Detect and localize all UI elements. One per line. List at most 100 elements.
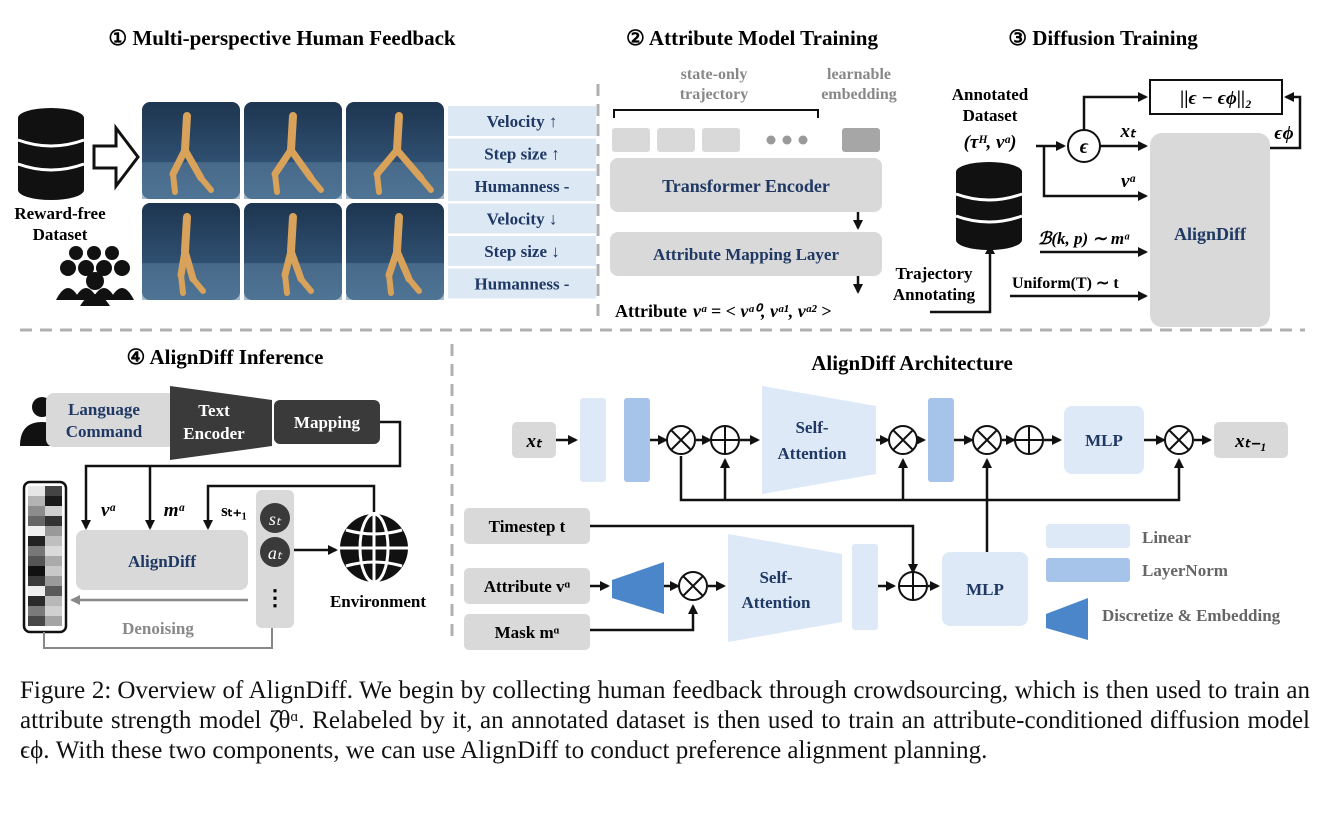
arch-arrows (556, 435, 1212, 632)
aligndiff-train-label: AlignDiff (1174, 224, 1247, 244)
legend-layernorm-label: LayerNorm (1142, 561, 1228, 580)
aligndiff-infer-label: AlignDiff (128, 552, 196, 571)
embed-label-2: embedding (821, 86, 897, 103)
annotated-database-icon (955, 162, 1023, 250)
uniform-label: Uniform(T) ∼ t (1012, 275, 1119, 292)
xt-label: xₜ (1119, 121, 1137, 142)
environment-label: Environment (330, 592, 426, 611)
panel3-title: ③ Diffusion Training (1008, 26, 1198, 50)
mapping-box (274, 400, 380, 444)
at-node (260, 537, 290, 567)
panel-architecture: AlignDiff Architecture xₜ Self- Attentio… (464, 351, 1288, 650)
self-attention-top-2: Attention (778, 444, 847, 463)
transformer-encoder-box (610, 158, 882, 212)
hollow-arrow-icon (92, 123, 140, 191)
caption-text: Overview of AlignDiff. We begin by colle… (20, 677, 1310, 764)
layernorm-1 (624, 398, 650, 482)
figure-caption: Figure 2:Overview of AlignDiff. We begin… (20, 676, 1310, 766)
legend-linear-label: Linear (1142, 528, 1192, 547)
embed-label-1: learnable (827, 66, 891, 83)
attribute-label-text: Velocity ↓ (487, 210, 558, 229)
aligndiff-infer-box (76, 530, 248, 590)
dots-label: ⋮ (264, 585, 286, 610)
panel-human-feedback: ① Multi-perspective Human Feedback Rewar… (14, 26, 596, 306)
annotated-2: Dataset (963, 106, 1018, 125)
loss-box (1149, 79, 1283, 115)
attribute-label-text: Humanness - (475, 275, 570, 294)
multiply-icon (888, 425, 918, 455)
attribute-label-text: Humanness - (475, 177, 570, 196)
walker-frame-image (346, 102, 444, 199)
attribute-label-text: Step size ↓ (484, 242, 560, 261)
va-label: vᵅ (101, 500, 115, 521)
walker-frame-image (346, 203, 444, 300)
attribute-box (464, 568, 590, 604)
panel1-title: ① Multi-perspective Human Feedback (108, 26, 456, 50)
text-encoder-label-2: Encoder (183, 424, 245, 443)
timestep-box (464, 508, 590, 544)
linear-2 (852, 544, 878, 630)
linear-1 (580, 398, 606, 482)
legend-discretize-label: Discretize & Embedding (1102, 606, 1281, 625)
text-encoder-label-1: Text (198, 401, 230, 420)
multiply-icon (666, 425, 696, 455)
self-attention-top-1: Self- (795, 418, 828, 437)
transformer-encoder-label: Transformer Encoder (662, 176, 830, 196)
walker-frame-image (142, 102, 240, 199)
attribute-label-box (448, 268, 596, 299)
panel-attribute-model: ② Attribute Model Training state-only tr… (610, 26, 995, 321)
attribute-label-box (448, 203, 596, 234)
language-command-box (46, 393, 176, 447)
walker-frames (142, 102, 444, 300)
xt-box-label: xₜ (525, 431, 543, 452)
self-attention-bottom (728, 534, 842, 642)
panel2-title: ② Attribute Model Training (626, 26, 878, 50)
walker-frame-image (244, 102, 342, 199)
mlp-bottom-box (942, 552, 1028, 626)
text-encoder-shape (170, 386, 272, 460)
denoising-label: Denoising (122, 619, 194, 638)
legend-layernorm-swatch (1046, 558, 1130, 582)
multiply-icon (678, 571, 708, 601)
mlp-top-label: MLP (1085, 431, 1123, 450)
attribute-label-box (448, 106, 596, 136)
mlp-bottom-label: MLP (966, 580, 1004, 599)
diffusion-arrows (1010, 92, 1302, 301)
xt1-box (1214, 422, 1288, 458)
token-row (612, 128, 880, 152)
panel-diffusion-training: ③ Diffusion Training Annotated Dataset (… (952, 26, 1302, 327)
state-label-1: state-only (681, 66, 748, 83)
arrow-annotating (930, 244, 995, 314)
attribute-label-text: Velocity ↑ (487, 112, 558, 131)
self-attention-bottom-2: Attention (742, 593, 811, 612)
dataset-label-2: Dataset (33, 225, 88, 244)
at-label: aₜ (268, 543, 283, 563)
noise-strip (22, 480, 68, 634)
st-label: sₜ (269, 509, 282, 529)
operator-nodes (666, 425, 1194, 601)
panel4-title: ④ AlignDiff Inference (127, 345, 324, 369)
panel-inference: ④ AlignDiff Inference Language Command T… (20, 345, 426, 649)
attribute-mapping-label: Attribute Mapping Layer (653, 245, 840, 264)
mask-box (464, 614, 590, 650)
globe-icon (340, 512, 408, 584)
walker-frame-image (244, 203, 342, 300)
st-node (260, 503, 290, 533)
multiply-icon (972, 425, 1002, 455)
database-icon (17, 108, 85, 200)
mapping-label: Mapping (294, 413, 361, 432)
attribute-label: Attribute vᵅ (484, 577, 571, 596)
xt1-box-label: xₜ₋₁ (1234, 431, 1267, 452)
timestep-label: Timestep t (489, 517, 566, 536)
xt-box (512, 422, 556, 458)
attribute-label-box (448, 236, 596, 266)
state-brace (613, 109, 819, 118)
self-attention-top (762, 386, 876, 494)
crowd-icon (56, 246, 134, 306)
caption-label: Figure 2: (20, 677, 112, 704)
eps-phi-label: ϵϕ (1274, 123, 1293, 144)
va-label: vᵅ (1121, 171, 1135, 192)
traj-annot-2: Annotating (893, 285, 976, 304)
st1-label: sₜ₊₁ (221, 501, 247, 520)
